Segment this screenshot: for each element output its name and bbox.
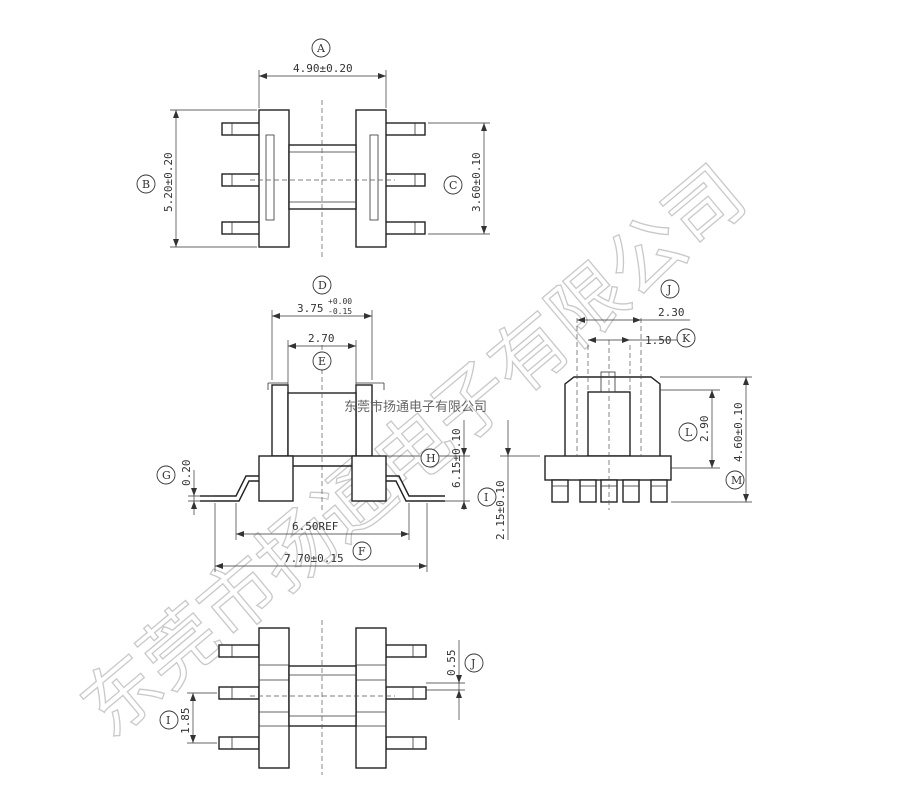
dim-e-value: 2.70 xyxy=(308,332,335,345)
dim-e: 2.70 E xyxy=(287,332,357,390)
dim-b-letter: B xyxy=(142,178,150,191)
dim-ref-value: 6.50REF xyxy=(292,520,338,533)
dim-l: 2.90 L xyxy=(660,389,720,469)
dim-i2-value: 1.85 xyxy=(179,708,192,735)
dim-c-letter: C xyxy=(449,179,457,192)
dim-b-value: 5.20±0.20 xyxy=(162,152,175,212)
dim-c-value: 3.60±0.10 xyxy=(470,152,483,212)
dim-f-letter: F xyxy=(358,545,366,558)
dim-j2-value: 0.55 xyxy=(445,650,458,677)
dim-k-value: 1.50 xyxy=(645,334,672,347)
dim-b: 5.20±0.20 B xyxy=(136,109,257,248)
dim-g: 0.20 G xyxy=(156,460,214,515)
dim-h-value: 6.15±0.10 xyxy=(450,428,463,488)
bottom-view xyxy=(218,620,427,775)
dim-j: 2.30 J xyxy=(577,279,690,323)
dim-e-letter: E xyxy=(318,355,326,368)
dim-c: 3.60±0.10 C xyxy=(428,122,490,235)
dim-d: 3.75 +0.00 -0.15 D xyxy=(271,275,373,380)
dim-d-letter: D xyxy=(318,279,327,292)
side-view xyxy=(544,318,672,510)
dim-ref: 6.50REF xyxy=(235,503,410,540)
dim-f: 7.70±0.15 F xyxy=(214,503,428,572)
dim-k-letter: K xyxy=(682,332,691,345)
front-view xyxy=(200,345,445,510)
dim-j2: 0.55 J xyxy=(426,640,484,720)
dim-a-letter: A xyxy=(316,42,326,55)
dim-i: 2.15±0.10 I xyxy=(477,420,540,540)
dim-a-value: 4.90±0.20 xyxy=(293,62,353,75)
dim-i-letter: I xyxy=(484,491,488,504)
dim-f-value: 7.70±0.15 xyxy=(284,552,344,565)
top-view xyxy=(221,100,426,260)
dim-i2: 1.85 I xyxy=(159,692,217,744)
dim-l-letter: L xyxy=(685,426,693,439)
dim-i2-letter: I xyxy=(166,714,170,727)
dim-m: 4.60±0.10 M xyxy=(660,376,752,503)
dim-a: 4.90±0.20 A xyxy=(258,38,387,108)
dim-m-letter: M xyxy=(731,474,742,487)
dim-j-letter: J xyxy=(666,283,671,296)
dim-h-letter: H xyxy=(426,452,436,465)
dim-i-value: 2.15±0.10 xyxy=(494,480,507,540)
dim-j-value: 2.30 xyxy=(658,306,685,319)
dim-d-value: 3.75 xyxy=(297,302,324,315)
dim-d-tol-lower: -0.15 xyxy=(328,307,352,316)
dim-h: 6.15±0.10 H xyxy=(386,420,470,510)
dim-g-letter: G xyxy=(162,469,171,482)
dim-l-value: 2.90 xyxy=(698,416,711,443)
dim-m-value: 4.60±0.10 xyxy=(732,402,745,462)
company-text: 东莞市扬通电子有限公司 xyxy=(344,399,487,415)
dim-k: 1.50 K xyxy=(588,328,696,348)
dim-d-tol-upper: +0.00 xyxy=(328,297,352,306)
dim-g-value: 0.20 xyxy=(180,460,193,487)
dim-j2-letter: J xyxy=(470,657,475,670)
